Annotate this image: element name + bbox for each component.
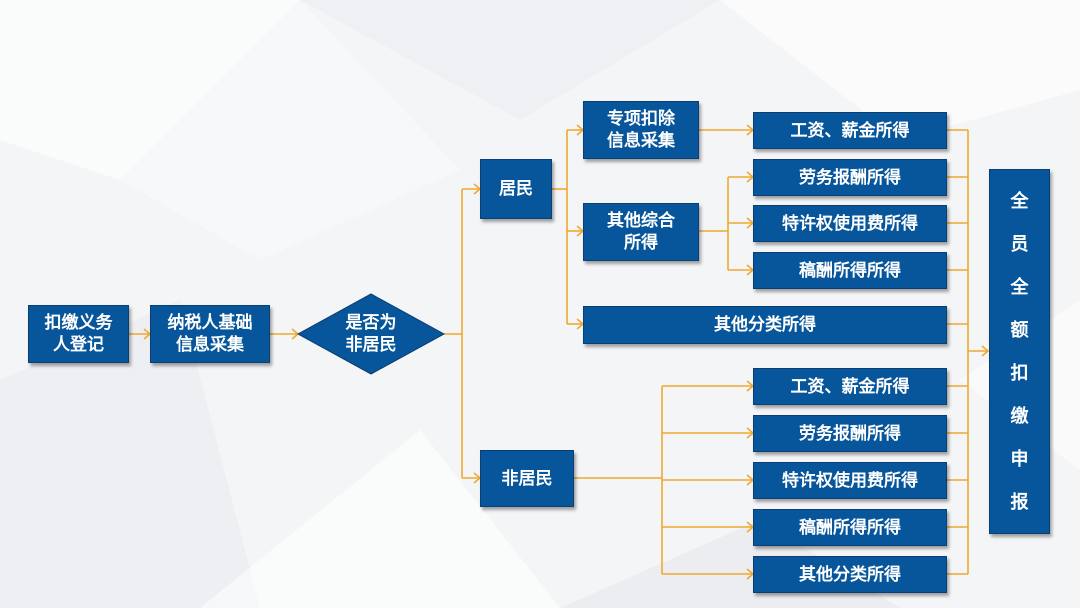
resident-labor-remuneration-box: 劳务报酬所得	[753, 159, 947, 196]
declaration-char: 员	[1010, 233, 1029, 255]
nonresident-decision-diamond	[296, 293, 446, 375]
withholding-agent-registration-box: 扣缴义务 人登记	[28, 305, 129, 363]
taxpayer-info-collection-box: 纳税人基础 信息采集	[150, 305, 270, 363]
resident-manuscript-income-box: 稿酬所得所得	[753, 252, 947, 289]
resident-royalty-income-box: 特许权使用费所得	[753, 205, 947, 242]
nonresident-wages-income-box: 工资、薪金所得	[753, 368, 947, 405]
resident-other-classified-income-box: 其他分类所得	[583, 306, 947, 344]
decision-label: 是否为 非居民	[345, 313, 397, 355]
declaration-char: 缴	[1010, 405, 1029, 427]
nonresident-other-classified-income-box: 其他分类所得	[753, 556, 947, 593]
nonresident-labor-remuneration-box: 劳务报酬所得	[753, 415, 947, 452]
declaration-char: 全	[1010, 190, 1029, 212]
nonresident-box: 非居民	[480, 450, 574, 507]
nonresident-royalty-income-box: 特许权使用费所得	[753, 462, 947, 499]
declaration-char: 报	[1010, 491, 1029, 513]
resident-wages-income-box: 工资、薪金所得	[753, 112, 947, 149]
resident-box: 居民	[480, 159, 552, 219]
declaration-char: 扣	[1010, 362, 1029, 384]
declaration-char: 申	[1010, 448, 1029, 470]
other-comprehensive-income-box: 其他综合 所得	[583, 203, 699, 261]
nonresident-manuscript-income-box: 稿酬所得所得	[753, 509, 947, 546]
special-deduction-info-box: 专项扣除 信息采集	[583, 101, 699, 159]
full-withholding-declaration-box: 全 员 全 额 扣 缴 申 报	[989, 169, 1050, 534]
declaration-char: 额	[1010, 319, 1029, 341]
declaration-char: 全	[1010, 276, 1029, 298]
